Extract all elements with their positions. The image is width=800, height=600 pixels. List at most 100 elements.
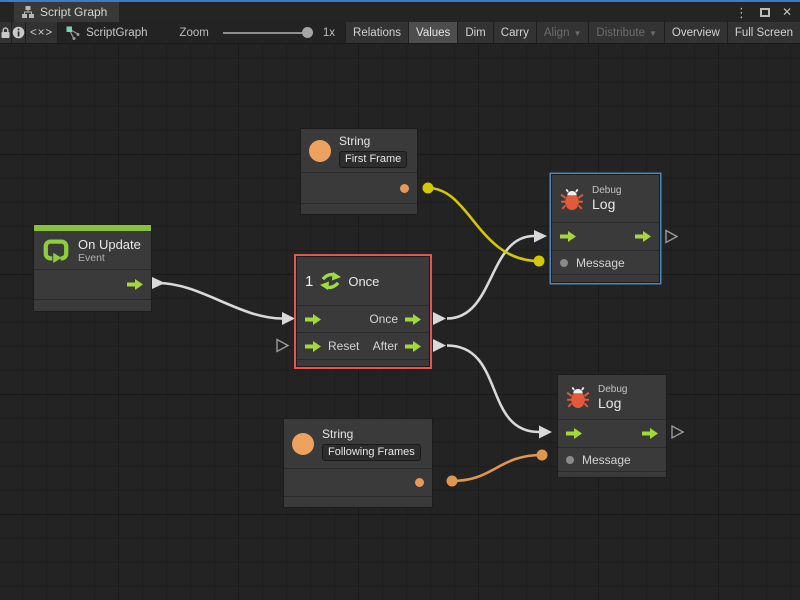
flow-input-port[interactable] — [566, 428, 582, 439]
node-header: Debug Log — [552, 175, 659, 222]
message-input-port[interactable] — [566, 455, 574, 464]
wire-once-to-debug-top[interactable] — [446, 234, 535, 320]
node-on-update[interactable]: On Update Event — [33, 224, 152, 312]
flow-input-port[interactable] — [560, 231, 576, 242]
graph-name-label[interactable]: ScriptGraph — [86, 26, 148, 39]
flow-output-port[interactable] — [642, 428, 658, 439]
node-header: 1 Once — [297, 257, 429, 305]
node-header: String Following Frames — [284, 419, 432, 468]
zoom-slider-handle[interactable] — [301, 27, 313, 38]
port-row — [552, 222, 659, 250]
node-title: Log — [598, 394, 622, 411]
relations-button[interactable]: Relations — [346, 22, 409, 43]
node-footer — [552, 274, 659, 282]
values-button[interactable]: Values — [409, 22, 459, 43]
loop-event-icon — [43, 239, 69, 263]
port-row — [34, 269, 151, 299]
port-arrowhead — [433, 312, 446, 325]
graph-canvas[interactable]: String First Frame On Update Event — [0, 44, 800, 600]
info-icon — [12, 26, 25, 39]
carry-button[interactable]: Carry — [493, 22, 537, 43]
string-value-input[interactable]: Following Frames — [322, 443, 421, 461]
port-row — [558, 419, 666, 447]
flow-input-port[interactable] — [305, 313, 321, 325]
port-row — [301, 172, 417, 203]
zoom-slider[interactable] — [222, 27, 313, 38]
node-title: Once — [348, 273, 380, 289]
flow-output-port[interactable] — [635, 231, 651, 242]
port-row: Message — [552, 250, 659, 274]
string-output-port[interactable] — [400, 183, 409, 193]
wire-string-first-to-message[interactable] — [427, 186, 540, 263]
flow-output-port[interactable] — [405, 313, 421, 325]
once-cycle-icon — [320, 271, 342, 291]
wire-endpoint-dot — [446, 475, 458, 487]
port-label-message: Message — [576, 255, 625, 270]
window-menu-icon[interactable]: ⋮ — [734, 4, 748, 20]
message-input-port[interactable] — [560, 258, 568, 267]
wire-onupdate-to-once[interactable] — [157, 281, 283, 320]
node-debug-log-bottom[interactable]: Debug Log Message — [557, 374, 667, 478]
node-footer — [284, 496, 432, 507]
port-arrowhead — [539, 425, 552, 439]
window-controls: ⋮ ✕ — [735, 3, 792, 21]
node-title: String — [339, 133, 371, 148]
node-header: String First Frame — [301, 129, 417, 172]
port-label-reset: Reset — [328, 339, 360, 353]
node-once[interactable]: 1 Once Once — [296, 256, 430, 367]
chevron-down-icon: ▼ — [648, 28, 657, 38]
port-label-once: Once — [369, 312, 398, 326]
wire-endpoint-dot — [422, 182, 434, 194]
flow-output-port[interactable] — [405, 340, 421, 352]
tab-label: Script Graph — [40, 5, 108, 19]
node-debug-log-top[interactable]: Debug Log Message — [551, 174, 660, 283]
maximize-icon[interactable] — [759, 7, 770, 17]
node-string-first[interactable]: String First Frame — [300, 128, 418, 215]
overview-button[interactable]: Overview — [664, 22, 728, 43]
full-screen-button[interactable]: Full Screen — [727, 22, 800, 43]
close-icon[interactable]: ✕ — [781, 5, 792, 19]
lock-button[interactable] — [0, 22, 12, 43]
align-button[interactable]: Align ▼ — [536, 22, 590, 43]
node-string-following[interactable]: String Following Frames — [283, 418, 433, 508]
node-footer — [558, 471, 666, 479]
node-header: On Update Event — [34, 231, 151, 269]
event-accent-bar — [34, 225, 151, 231]
unconnected-port-triangle[interactable] — [276, 338, 290, 353]
inspect-button[interactable] — [12, 22, 26, 43]
port-label-message: Message — [582, 452, 631, 467]
distribute-button[interactable]: Distribute ▼ — [589, 22, 665, 43]
node-category: Debug — [592, 185, 622, 196]
title-bar: Script Graph ⋮ ✕ — [0, 0, 800, 22]
zoom-value: 1x — [322, 26, 336, 39]
wire-string-following-to-message[interactable] — [451, 453, 543, 483]
code-icon: <×> — [29, 26, 54, 39]
bug-icon — [560, 188, 584, 210]
node-title: On Update — [78, 236, 141, 252]
node-footer — [297, 359, 429, 366]
string-output-port[interactable] — [415, 478, 424, 487]
unconnected-port-triangle[interactable] — [665, 229, 679, 244]
chevron-down-icon: ▼ — [573, 28, 582, 38]
wire-layer — [152, 182, 685, 487]
node-footer — [34, 299, 151, 312]
toolbar-buttons: Relations Values Dim Carry Align ▼ Distr… — [346, 22, 800, 43]
dim-button[interactable]: Dim — [458, 22, 494, 43]
node-title: Log — [592, 196, 616, 212]
tab-script-graph[interactable]: Script Graph — [14, 2, 120, 22]
flow-output-port[interactable] — [127, 279, 143, 290]
port-row: Once — [297, 305, 429, 332]
string-type-icon — [292, 432, 314, 455]
string-type-icon — [309, 139, 331, 162]
wire-once-to-debug-bottom[interactable] — [446, 344, 540, 434]
unconnected-port-triangle[interactable] — [671, 424, 685, 440]
port-arrowhead — [433, 339, 446, 352]
node-footer — [301, 203, 417, 214]
flow-input-port[interactable] — [305, 340, 321, 352]
code-preview-button[interactable]: <×> — [26, 22, 59, 43]
wire-endpoint-dot — [536, 449, 548, 461]
wire-endpoint-dot — [533, 255, 545, 267]
string-value-input[interactable]: First Frame — [339, 150, 408, 168]
graph-hierarchy-icon — [22, 6, 34, 18]
